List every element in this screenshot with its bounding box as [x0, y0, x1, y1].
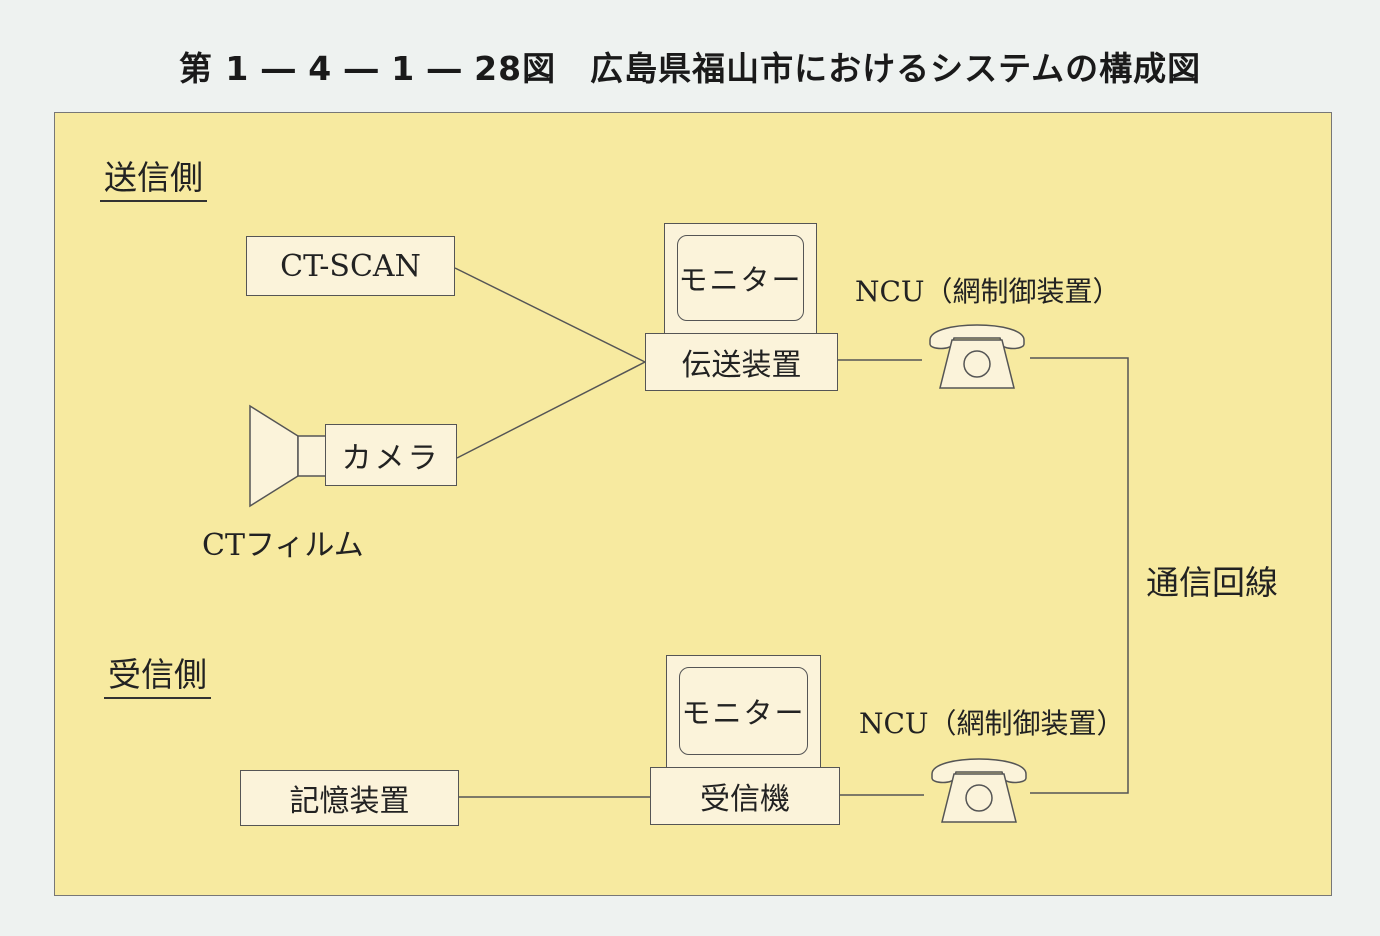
transmitter-box: 伝送装置 — [645, 333, 838, 391]
communication-line-label: 通信回線 — [1146, 563, 1278, 602]
sender-section-label: 送信側 — [100, 160, 207, 202]
ct-film-label: CTフィルム — [202, 528, 364, 563]
receiver-telephone-icon — [931, 758, 1027, 823]
receiver-unit-box: 受信機 — [650, 767, 840, 825]
camera-box: カメラ — [325, 424, 457, 486]
receiver-section-label: 受信側 — [104, 657, 211, 699]
camera-label: カメラ — [341, 441, 441, 476]
receiver-monitor-screen: モニター — [679, 667, 808, 755]
sender-monitor-label: モニター — [678, 263, 803, 297]
figure-title: 第 1 ― 4 ― 1 ― 28図 広島県福山市におけるシステムの構成図 — [178, 49, 1202, 88]
ct-scan-box: CT-SCAN — [246, 236, 455, 296]
sender-monitor-screen: モニター — [677, 235, 804, 321]
transmitter-label: 伝送装置 — [681, 348, 802, 383]
sender-monitor-icon: モニター — [664, 223, 817, 335]
receiver-monitor-label: モニター — [681, 696, 806, 730]
storage-box: 記憶装置 — [240, 770, 459, 826]
camera-icon — [249, 404, 331, 508]
receiver-unit-label: 受信機 — [700, 782, 790, 817]
receiver-ncu-label: NCU（網制御装置） — [859, 707, 1125, 740]
receiver-monitor-icon: モニター — [666, 655, 821, 769]
ct-scan-label: CT-SCAN — [280, 248, 421, 284]
storage-label: 記憶装置 — [289, 784, 410, 819]
sender-telephone-icon — [929, 324, 1025, 389]
sender-ncu-label: NCU（網制御装置） — [855, 275, 1121, 308]
